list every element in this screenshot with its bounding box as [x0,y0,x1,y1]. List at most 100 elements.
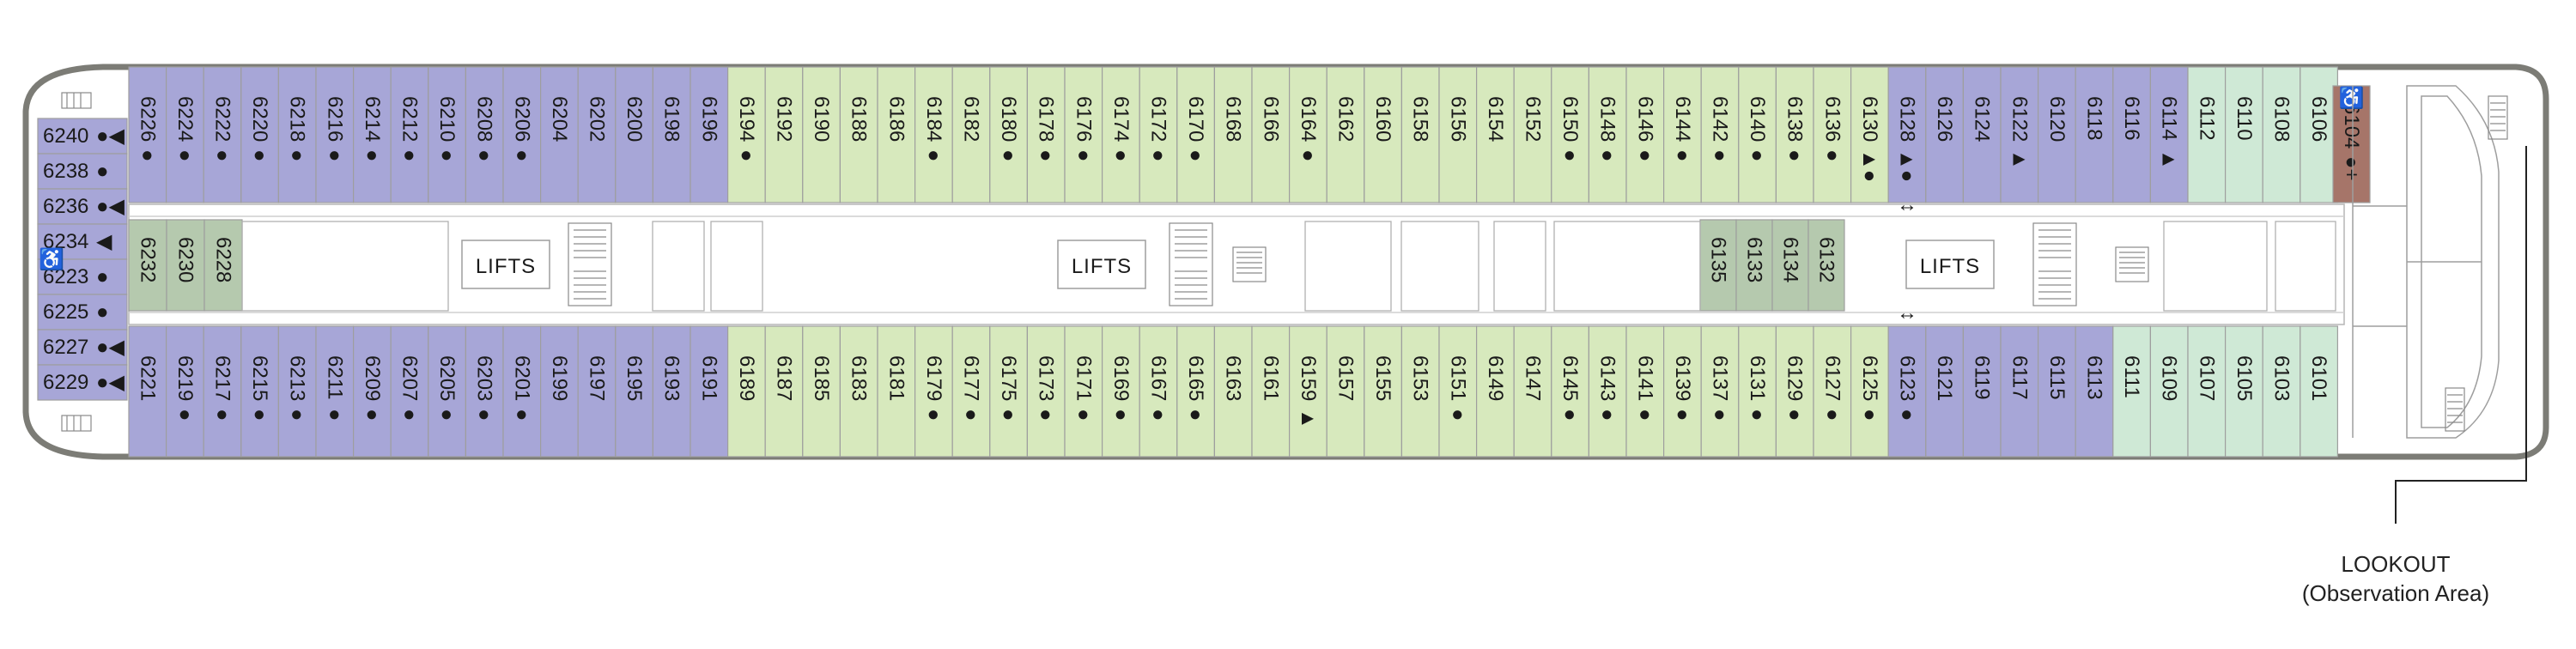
cabin-6208: 6208● [465,66,504,203]
cabin-6120: 6120 [2038,66,2076,203]
cabin-box [128,66,167,203]
cabin-6196: 6196 [690,66,729,203]
cabin-6187: 6187 [764,325,804,458]
cabin-6165: 6165● [1176,325,1216,458]
cabin-box [2300,66,2339,203]
cabin-marker: ▲● [1858,149,1881,182]
cabin-box [1064,325,1103,458]
cabin-6180: 6180● [989,66,1029,203]
cabin-marker: ●◀ [96,336,125,359]
cabin-number: 6230 [174,237,197,282]
cabin-number: 6153 [1409,355,1432,401]
cabin-marker: ▲● [1896,149,1919,182]
cabin-6134: 6134 [1771,219,1809,312]
cabin-number: 6138 [1783,96,1807,142]
cabin-box [652,325,691,458]
cabin-number: 6105 [2233,355,2256,401]
lifts-label: LIFTS [476,255,536,278]
wheelchair-icon: ♿ [2339,86,2365,110]
cabin-marker: ● [96,300,109,324]
cabin-number: 6209 [361,355,384,401]
cabin-box [1326,325,1365,458]
cabin-number: 6123 [1896,355,1919,401]
cabin-number: 6206 [510,96,533,142]
stairwell-2 [1169,222,1267,306]
cabin-box [240,66,279,203]
cabin-number: 6193 [660,355,683,401]
cabin-6113: 6113 [2075,325,2114,458]
cabin-number: 6191 [697,355,720,401]
cabin-6127: 6127● [1813,325,1852,458]
cabin-box [1551,66,1590,203]
cabin-marker: ● [1746,409,1769,422]
cabin-box [1700,66,1740,203]
cabin-6220: 6220● [240,66,279,203]
cabin-number: 6205 [435,355,459,401]
cabin-6119: 6119 [1962,325,2002,458]
cabin-number: 6147 [1522,355,1545,401]
cabin-marker: ● [922,409,945,422]
cabin-marker: ● [1633,149,1656,162]
cabin-box [989,325,1029,458]
cabin-number: 6212 [398,96,422,142]
cabin-marker: ▲ [2158,149,2181,170]
cabin-6163: 6163 [1213,325,1253,458]
cabin-number: 6221 [136,355,159,401]
cabin-box [726,66,766,203]
cabin-6185: 6185 [802,325,841,458]
cabin-6218: 6218● [277,66,317,203]
cabin-box [1101,325,1140,458]
cabin-number: 6169 [1109,355,1133,401]
cabin-6117: 6117 [2000,325,2039,458]
cabin-number: 6154 [1484,96,1507,142]
cabin-box [1925,66,1965,203]
cabin-number: 6139 [1671,355,1694,401]
cabin-6186: 6186 [877,66,916,203]
cabin-number: 6226 [136,96,159,142]
cabin-number: 6120 [2045,96,2069,142]
cabin-box [128,325,167,458]
cabin-6137: 6137● [1700,325,1740,458]
cabin-marker: ●◀ [96,124,125,148]
cabin-number: 6109 [2158,355,2181,401]
cabin-box [989,66,1029,203]
cabin-box [502,66,542,203]
cabin-6146: 6146● [1625,66,1665,203]
cabin-box [1364,66,1403,203]
cabin-marker: ● [286,149,309,162]
cabin-number: 6101 [2307,355,2330,401]
cabin-box [1625,325,1665,458]
cabin-number: 6150 [1558,96,1582,142]
lookout-leader-line [2395,146,2527,524]
cabin-number: 6178 [1035,96,1058,142]
corridor [128,203,2345,325]
cabin-box [1588,66,1627,203]
cabin-6138: 6138● [1775,66,1814,203]
cabin-6144: 6144● [1662,66,1702,203]
cabin-6226: 6226● [128,66,167,203]
cabin-box [428,66,466,203]
cabin-marker: ● [1072,149,1095,162]
cabin-number: 6166 [1259,96,1282,142]
cabin-marker: ● [1184,409,1207,422]
cabin-box [1139,66,1178,203]
lifts-lobby-3: LIFTS [1905,240,1995,289]
cabin-box [2000,66,2039,203]
cabin-number: 6157 [1334,355,1358,401]
cabin-marker: ● [1147,409,1170,422]
cabin-6132: 6132 [1807,219,1845,312]
lookout-title: LOOKOUT [2341,551,2451,577]
cabin-6198: 6198 [652,66,691,203]
cabin-number: 6119 [1971,355,1994,400]
aft-cabin-stack: 6240●◀6238●6236●◀6234◀6223●♿6225●6227●◀6… [37,118,128,401]
cabin-6184: 6184● [914,66,953,203]
cabin-6161: 6161 [1251,325,1291,458]
double-arrow-icon: ↔ [1897,193,1917,216]
cabin-6131: 6131● [1738,325,1777,458]
cabin-6103: 6103 [2262,325,2301,458]
cabin-marker: ● [1035,409,1058,422]
cabin-box [914,325,953,458]
cabin-box [1026,325,1066,458]
cabin-6122: 6122▲ [2000,66,2039,203]
